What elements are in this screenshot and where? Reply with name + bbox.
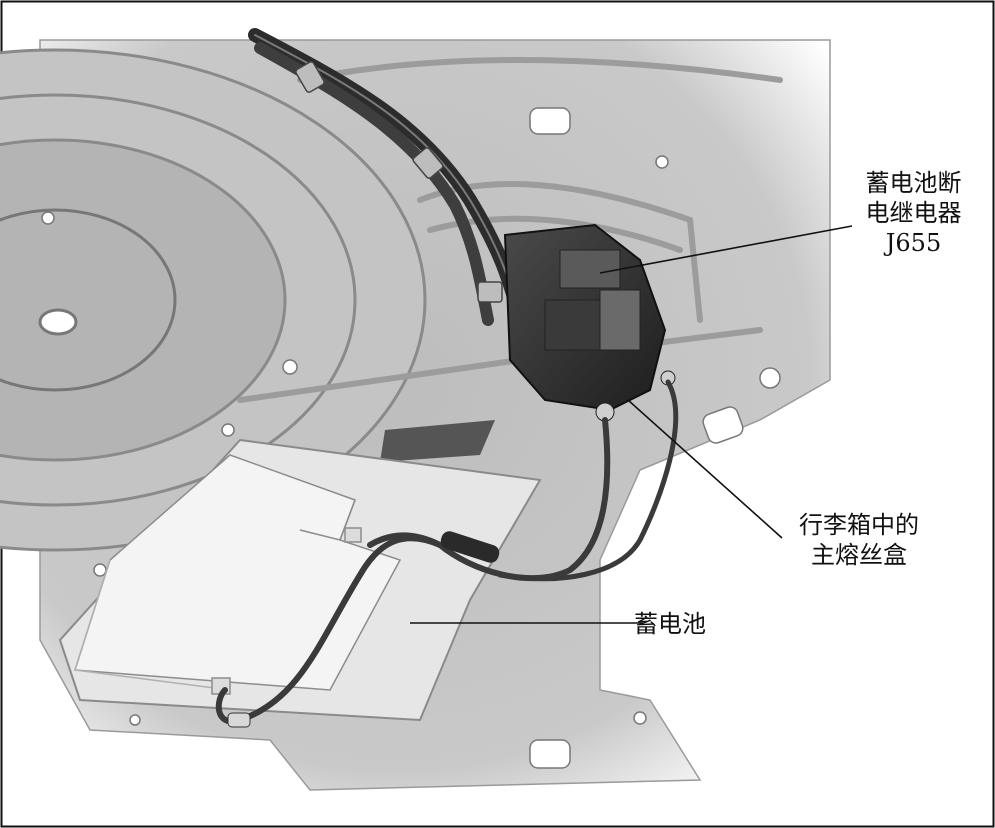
- leader-lines: [410, 225, 853, 624]
- callout-battery: 蓄电池: [634, 609, 706, 639]
- mounting-holes: [41, 107, 781, 769]
- leader-line-fuse-box: [627, 399, 783, 539]
- battery: [73, 454, 402, 695]
- relay-fuse-assembly: [503, 223, 676, 422]
- battery-cables: [215, 379, 679, 725]
- bracket: [380, 420, 495, 462]
- callout-fuse-line-1: 行李箱中的: [799, 511, 919, 539]
- callout-relay-line-1: 蓄电池断: [865, 169, 962, 197]
- callout-fuse-line-2: 主熔丝盒: [811, 541, 907, 569]
- cable-sleeves: [227, 531, 500, 728]
- callout-battery-text: 蓄电池: [634, 610, 706, 638]
- callout-relay-line-3: J655: [885, 229, 942, 257]
- cable-clips: [295, 61, 503, 303]
- leader-line-relay: [599, 225, 853, 274]
- callout-relay-line-2: 电继电器: [865, 199, 962, 227]
- spare-wheel-well: [0, 48, 427, 552]
- callout-relay-j655: 蓄电池断 电继电器 J655: [846, 168, 981, 258]
- callout-main-fuse-box: 行李箱中的 主熔丝盒: [784, 510, 934, 570]
